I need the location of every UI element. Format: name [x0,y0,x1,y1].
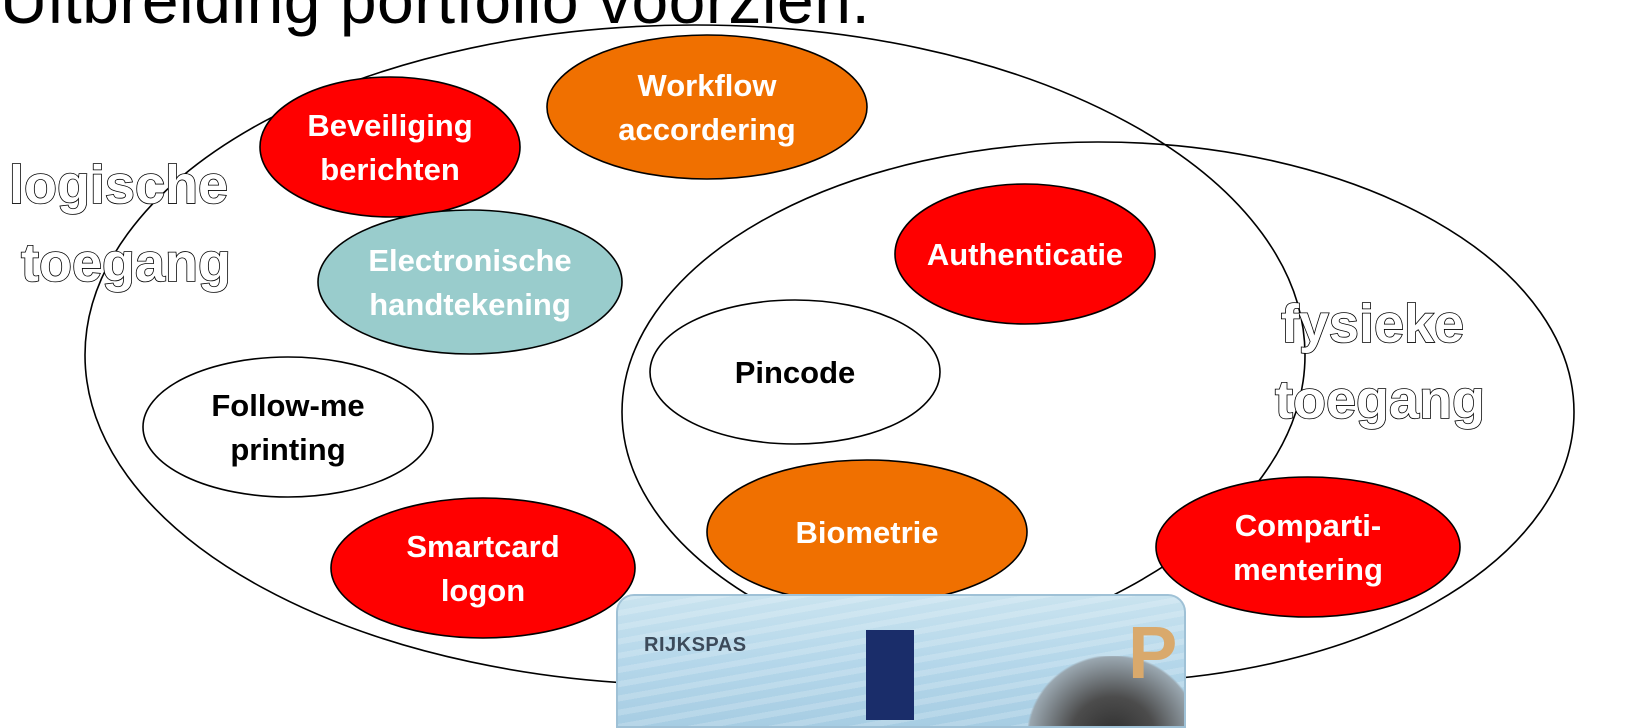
node-beveiliging-shape [259,76,521,218]
node-compartimentering-label-1: Comparti- [1235,508,1381,543]
physical-access-label: fysieke toegang [1275,294,1485,430]
logical-access-line-1: logische [9,155,228,215]
page-title: Uitbreiding portfolio voorzien. [0,0,871,37]
node-electronische: Electronische handtekening [317,209,623,355]
node-beveiliging-label-1: Beveiliging [307,108,472,143]
node-authenticatie-shape [894,183,1156,325]
node-smartcard: Smartcard logon [330,497,636,639]
venn-diagram: logische toegang fysieke toegang Beveili… [8,24,1575,686]
node-pincode-shape [649,299,941,445]
node-beveiliging: Beveiliging berichten [259,76,521,218]
rijkspas-card-image: RIJKSPAS P [616,594,1186,728]
node-authenticatie-label-1: Authenticatie [927,237,1123,272]
physical-access-line-2: toegang [1275,370,1485,430]
node-follow-me-label-1: Follow-me [211,388,364,423]
node-compartimentering-label-2: mentering [1233,552,1383,587]
node-electronische-label-1: Electronische [368,243,571,278]
node-follow-me-label-2: printing [230,432,345,467]
logical-access-label: logische toegang [9,155,243,293]
node-smartcard-label-2: logon [441,573,525,608]
node-pincode-label-1: Pincode [735,355,856,390]
node-compartimentering: Comparti-mentering [1155,476,1461,618]
logical-access-line-2: toegang [21,233,231,293]
node-biometrie-label-1: Biometrie [796,515,939,550]
node-electronische-shape [317,209,623,355]
node-pincode: Pincode [649,299,941,445]
nodes-layer: Beveiliging berichten Workflow accorderingE… [142,34,1461,639]
node-smartcard-label-1: Smartcard [406,529,559,564]
node-workflow-label-2: accordering [618,112,795,147]
node-workflow-shape [546,34,868,180]
node-beveiliging-label-2: berichten [320,152,460,187]
node-workflow: Workflow accordering [546,34,868,180]
node-authenticatie: Authenticatie [894,183,1156,325]
node-electronische-label-2: handtekening [369,287,571,322]
node-biometrie: Biometrie [706,459,1028,605]
card-label: RIJKSPAS [644,634,747,656]
physical-access-line-1: fysieke [1281,294,1464,354]
node-follow-me: Follow-me printing [142,356,434,498]
card-badge: P [1128,611,1178,694]
node-compartimentering-shape [1155,476,1461,618]
node-workflow-label-1: Workflow [638,68,778,103]
card-logo [866,630,914,720]
node-smartcard-shape [330,497,636,639]
node-follow-me-shape [142,356,434,498]
